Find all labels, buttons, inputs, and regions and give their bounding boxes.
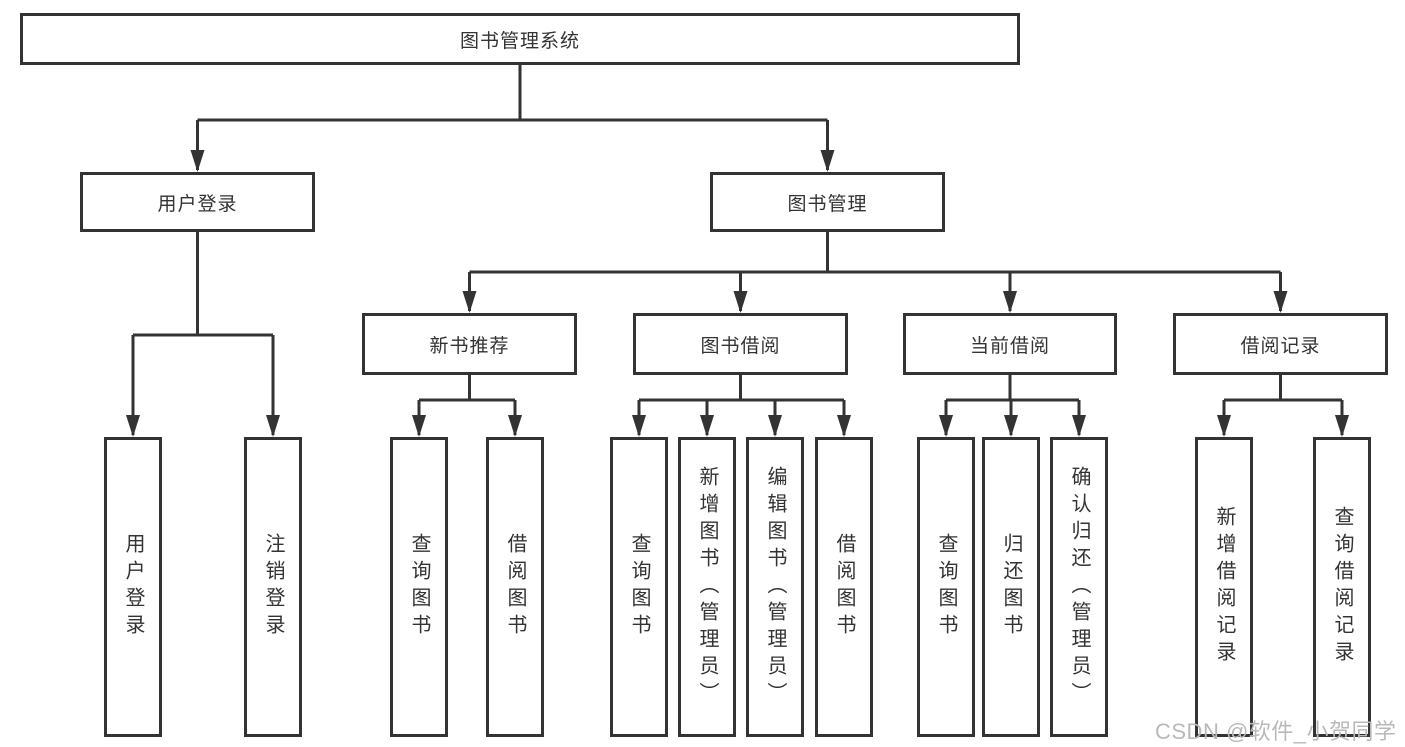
arrow-down-icon: [733, 291, 748, 313]
node-label: 用户登录: [122, 533, 144, 641]
arrow-down-icon: [1004, 415, 1018, 437]
node-label: 查询图书: [408, 533, 430, 641]
node-leaf-query-books-3: 查询图书: [917, 437, 975, 737]
node-book-borrowing: 图书借阅: [633, 313, 848, 375]
node-label: 编辑图书（管理员）: [764, 465, 786, 709]
node-label: 归还图书: [1000, 533, 1022, 641]
connector-lines: [131, 65, 1344, 435]
node-label: 借阅图书: [504, 533, 526, 641]
arrow-down-icon: [837, 415, 851, 437]
node-leaf-user-login: 用户登录: [104, 437, 162, 737]
node-label: 借阅图书: [833, 533, 855, 641]
node-leaf-return-books: 归还图书: [982, 437, 1040, 737]
node-label: 用户登录: [157, 193, 238, 215]
node-label: 确认归还（管理员）: [1068, 465, 1090, 709]
arrow-down-icon: [700, 415, 714, 437]
node-leaf-query-books-1: 查询图书: [390, 437, 448, 737]
node-user-login-group: 用户登录: [80, 172, 315, 232]
arrow-down-icon: [266, 415, 280, 437]
node-leaf-confirm-return-admin: 确认归还（管理员）: [1050, 437, 1108, 737]
arrow-down-icon: [1072, 415, 1086, 437]
node-label: 借阅记录: [1240, 335, 1321, 357]
node-leaf-borrow-books-2: 借阅图书: [815, 437, 873, 737]
node-label: 图书管理系统: [459, 30, 580, 52]
arrow-down-icon: [126, 415, 140, 437]
node-leaf-edit-books-admin: 编辑图书（管理员）: [746, 437, 804, 737]
node-label: 新增图书（管理员）: [696, 465, 718, 709]
node-label: 图书借阅: [700, 335, 781, 357]
node-label: 新书推荐: [429, 335, 510, 357]
arrow-down-icon: [1217, 415, 1231, 437]
arrow-down-icon: [1335, 415, 1349, 437]
arrow-down-icon: [190, 150, 205, 172]
node-label: 查询借阅记录: [1331, 506, 1353, 668]
arrow-down-icon: [820, 150, 835, 172]
node-leaf-add-books-admin: 新增图书（管理员）: [678, 437, 736, 737]
node-borrowing-records: 借阅记录: [1173, 313, 1388, 375]
csdn-watermark: CSDN @软件_小贺同学: [1155, 719, 1397, 744]
arrow-down-icon: [462, 291, 477, 313]
node-leaf-query-books-2: 查询图书: [610, 437, 668, 737]
node-label: 新增借阅记录: [1213, 506, 1235, 668]
node-label: 当前借阅: [969, 335, 1050, 357]
arrow-down-icon: [768, 415, 782, 437]
node-current-borrowing: 当前借阅: [903, 313, 1117, 375]
arrow-down-icon: [939, 415, 953, 437]
arrow-down-icon: [1003, 291, 1017, 313]
node-library-management-system: 图书管理系统: [20, 13, 1020, 65]
arrow-down-icon: [632, 415, 646, 437]
node-label: 查询图书: [628, 533, 650, 641]
arrow-down-icon: [1273, 291, 1288, 313]
arrowheads: [126, 150, 1349, 437]
node-leaf-query-borrow-record: 查询借阅记录: [1313, 437, 1371, 737]
arrow-down-icon: [412, 415, 426, 437]
node-label: 查询图书: [935, 533, 957, 641]
node-label: 注销登录: [262, 533, 284, 641]
node-leaf-borrow-books-1: 借阅图书: [486, 437, 544, 737]
node-leaf-add-borrow-record: 新增借阅记录: [1195, 437, 1253, 737]
node-book-management: 图书管理: [710, 172, 945, 232]
arrow-down-icon: [508, 415, 522, 437]
node-leaf-logout: 注销登录: [244, 437, 302, 737]
node-new-book-recommendation: 新书推荐: [362, 313, 577, 375]
node-label: 图书管理: [787, 193, 868, 215]
